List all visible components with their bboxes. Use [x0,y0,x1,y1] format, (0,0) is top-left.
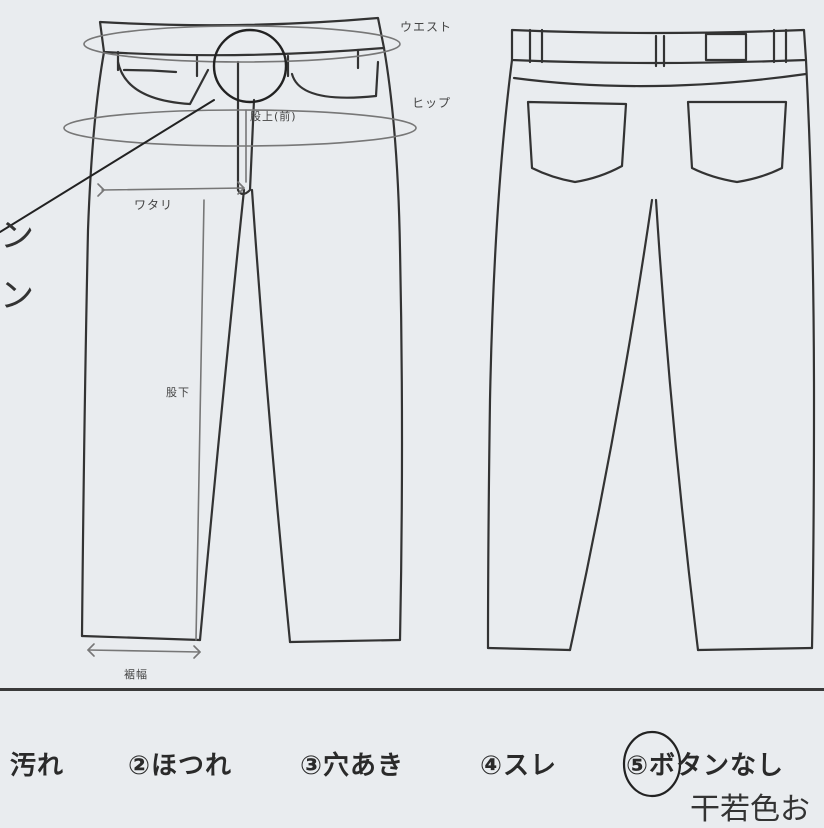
defect-stain: 汚れ [10,751,65,781]
margin-note-line2: ン [0,276,34,316]
front-jeans-outline [80,16,404,644]
hip-label: ヒップ [412,96,452,110]
defect-fraying: ②ほつれ [128,751,233,781]
divider-line [0,688,824,691]
defect-hole: ③穴あき [300,751,405,781]
back-jeans-outline [486,28,816,652]
defect-missing-button: ⑤ボタンなし [626,751,785,781]
handwritten-note: 干若色お [690,792,810,827]
rise-label: 股上(前) [250,110,297,123]
margin-note-line1: ン [0,216,34,256]
defect-scuff: ④スレ [480,751,558,781]
button-missing-mark [212,28,288,104]
inseam-label: 股下 [166,386,190,399]
waist-label: ウエスト [400,20,453,34]
measurement-guides [63,25,417,659]
defect-circle-mark [622,730,682,798]
hem-label: 裾幅 [124,668,148,681]
thigh-label: ワタリ [134,198,174,212]
leader-line [0,99,215,233]
